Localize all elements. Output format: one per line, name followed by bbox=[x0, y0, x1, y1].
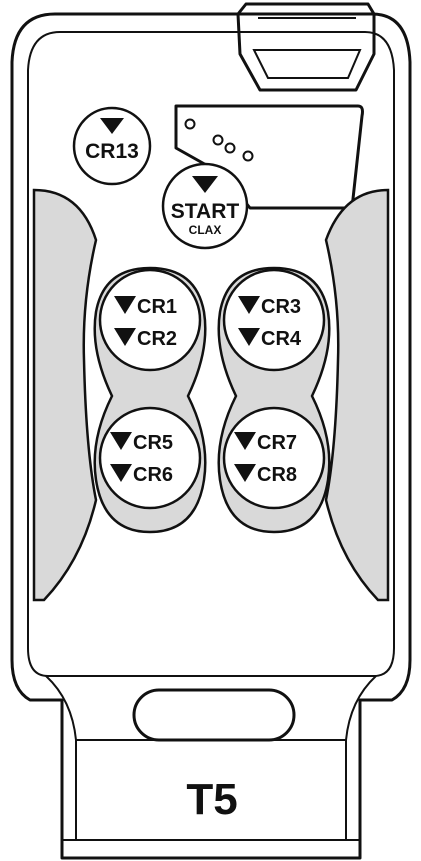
clax-label: CLAX bbox=[189, 223, 222, 237]
lanyard-slot[interactable] bbox=[132, 688, 296, 742]
start-label: START bbox=[171, 200, 240, 223]
cr5-label: CR5 bbox=[133, 432, 173, 454]
cr13-button[interactable]: CR13 bbox=[72, 106, 152, 186]
start-button[interactable]: START CLAX bbox=[161, 162, 249, 250]
remote-body-inner-outline bbox=[27, 31, 395, 677]
cr1-cr2-button[interactable]: CR1 CR2 bbox=[98, 268, 202, 372]
status-led-4 bbox=[242, 150, 254, 162]
status-led-1 bbox=[184, 118, 196, 130]
cr3-label: CR3 bbox=[261, 296, 301, 318]
cr8-label: CR8 bbox=[257, 464, 297, 486]
cr6-label: CR6 bbox=[133, 464, 173, 486]
right-grip bbox=[324, 188, 390, 602]
cr5-cr6-button[interactable]: CR5 CR6 bbox=[98, 406, 202, 510]
cr7-label: CR7 bbox=[257, 432, 297, 454]
cr4-label: CR4 bbox=[261, 328, 302, 350]
cr3-cr4-button[interactable]: CR3 CR4 bbox=[222, 268, 326, 372]
cr1-label: CR1 bbox=[137, 296, 177, 318]
cr2-label: CR2 bbox=[137, 328, 177, 350]
left-grip bbox=[32, 188, 98, 602]
status-led-3 bbox=[224, 142, 236, 154]
antenna-clip bbox=[236, 2, 376, 92]
bottom-panel-lines bbox=[62, 740, 360, 841]
status-led-2 bbox=[212, 134, 224, 146]
cr7-cr8-button[interactable]: CR7 CR8 bbox=[222, 406, 326, 510]
cr13-label: CR13 bbox=[85, 140, 139, 163]
remote-body-outline bbox=[10, 12, 412, 860]
antenna-clip-inner bbox=[252, 49, 362, 79]
bottom-recess bbox=[45, 675, 377, 741]
model-label: T5 bbox=[186, 775, 237, 824]
